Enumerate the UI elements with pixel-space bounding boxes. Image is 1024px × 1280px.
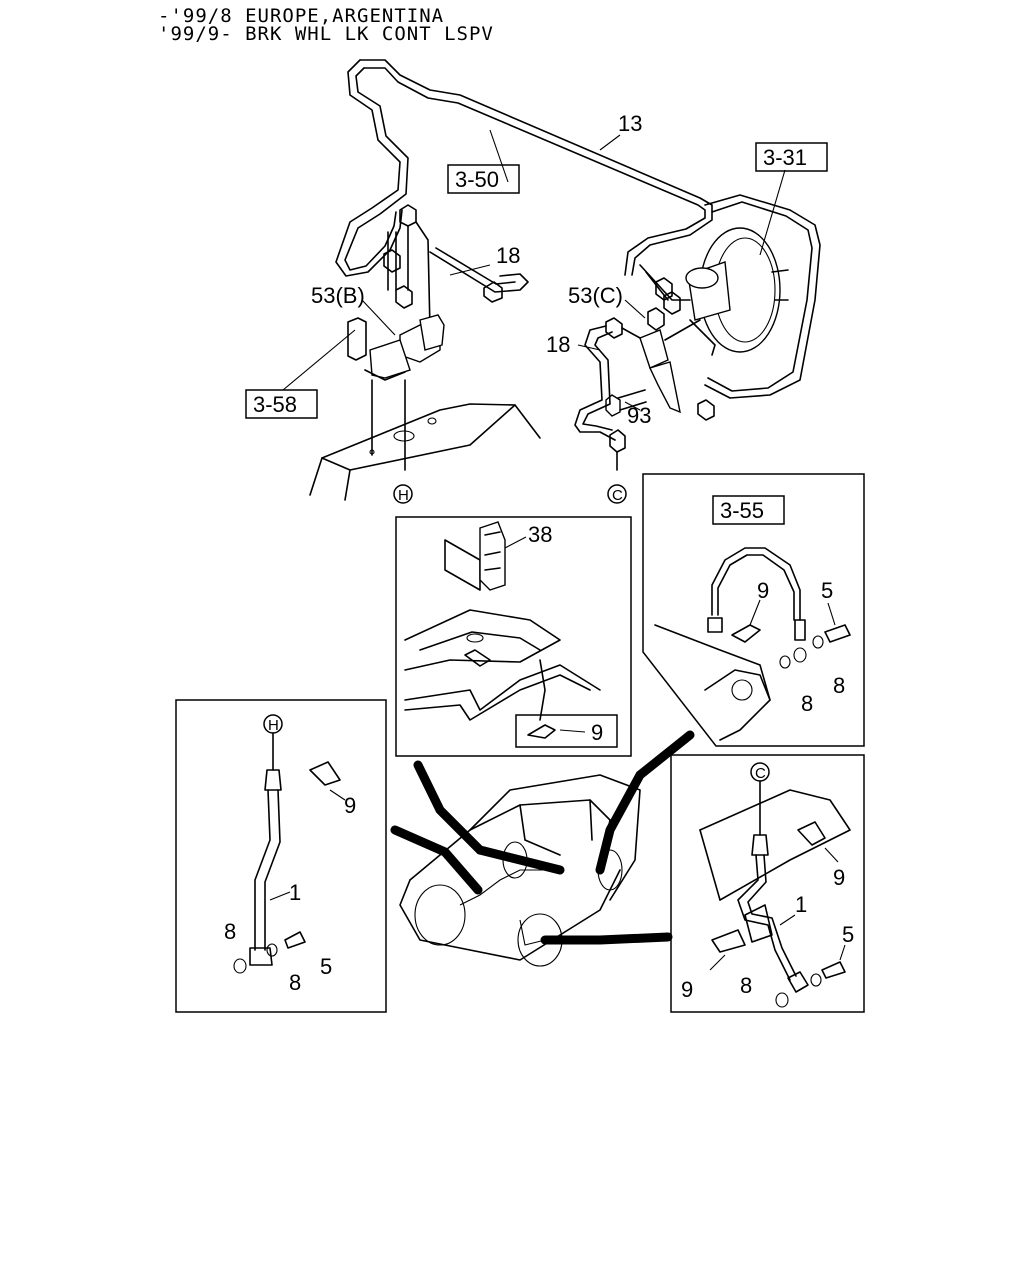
inset-left-lower bbox=[175, 699, 387, 1013]
callout-5-right-upper: 5 bbox=[821, 578, 833, 603]
connector-c-right: C bbox=[755, 765, 766, 782]
pointer-lines bbox=[390, 730, 695, 945]
callout-8-left-a: 8 bbox=[224, 919, 236, 944]
connector-c-top: C bbox=[607, 484, 627, 504]
callout-9-right-lower-b: 9 bbox=[681, 977, 693, 1002]
callout-93: 93 bbox=[627, 403, 651, 428]
callout-9-left: 9 bbox=[344, 793, 356, 818]
brake-pipe-18-right bbox=[574, 325, 626, 471]
connector-h-left: H bbox=[268, 717, 279, 734]
callout-1-right-lower: 1 bbox=[795, 892, 807, 917]
callout-18-left: 18 bbox=[496, 243, 520, 268]
callout-5-right-lower: 5 bbox=[842, 922, 854, 947]
callout-13: 13 bbox=[618, 111, 642, 136]
svg-text:3-55: 3-55 bbox=[720, 498, 764, 523]
callout-8-right-upper-a: 8 bbox=[833, 673, 845, 698]
svg-text:H: H bbox=[268, 717, 279, 734]
callout-1-left: 1 bbox=[289, 880, 301, 905]
callout-8-right-lower: 8 bbox=[740, 973, 752, 998]
valve-block-right bbox=[605, 307, 701, 417]
svg-text:3-58: 3-58 bbox=[253, 392, 297, 417]
callout-8-right-upper-b: 8 bbox=[801, 691, 813, 716]
callout-18-right: 18 bbox=[546, 332, 570, 357]
inset-right-lower bbox=[670, 754, 865, 1013]
connector-h-top: H bbox=[393, 484, 413, 504]
brake-pipe-assembly bbox=[335, 59, 821, 399]
callout-9-right-lower-a: 9 bbox=[833, 865, 845, 890]
body-outline-left bbox=[309, 403, 541, 501]
reference-3-50: 3-50 bbox=[447, 164, 520, 194]
header-line-1: -'99/8 EUROPE,ARGENTINA bbox=[158, 5, 445, 27]
inset-center bbox=[395, 516, 632, 757]
callout-9-right-upper: 9 bbox=[757, 578, 769, 603]
reference-3-55: 3-55 bbox=[720, 498, 764, 523]
reference-3-58: 3-58 bbox=[245, 389, 318, 419]
leader-lines bbox=[282, 129, 786, 411]
svg-text:C: C bbox=[612, 487, 623, 504]
callout-8-left-b: 8 bbox=[289, 970, 301, 995]
svg-text:3-50: 3-50 bbox=[455, 167, 499, 192]
svg-text:C: C bbox=[755, 765, 766, 782]
svg-text:3-31: 3-31 bbox=[763, 145, 807, 170]
header-line-2: '99/9- BRK WHL LK CONT LSPV bbox=[158, 23, 494, 45]
brake-booster-assembly bbox=[639, 227, 789, 421]
callout-53c: 53(C) bbox=[568, 283, 623, 308]
callout-9-inset: 9 bbox=[591, 720, 603, 745]
callout-5-left: 5 bbox=[320, 954, 332, 979]
callout-38: 38 bbox=[528, 522, 552, 547]
callout-53b: 53(B) bbox=[311, 283, 365, 308]
inset-right-upper bbox=[642, 473, 865, 747]
reference-3-31: 3-31 bbox=[755, 142, 828, 172]
svg-text:H: H bbox=[398, 487, 409, 504]
